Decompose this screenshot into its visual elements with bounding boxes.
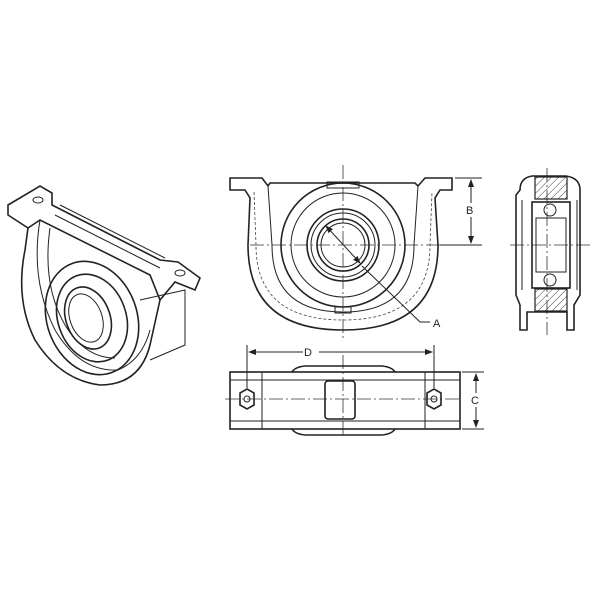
dimension-a-arrow [325,225,361,264]
side-section-view [510,168,592,335]
label-a: A [433,318,441,330]
mounting-hole-left [32,196,44,204]
ball-top [543,203,557,217]
bottom-view: D C [225,345,484,438]
mounting-hole-right [174,269,186,277]
ball-bottom [543,273,557,287]
isometric-view [7,185,201,386]
nut-right [426,388,442,410]
front-view: A B [229,165,482,338]
nut-left [239,388,255,410]
dimension-a-leader [361,265,430,323]
label-b: B [466,205,473,217]
label-d: D [304,347,312,359]
label-c: C [471,395,479,407]
